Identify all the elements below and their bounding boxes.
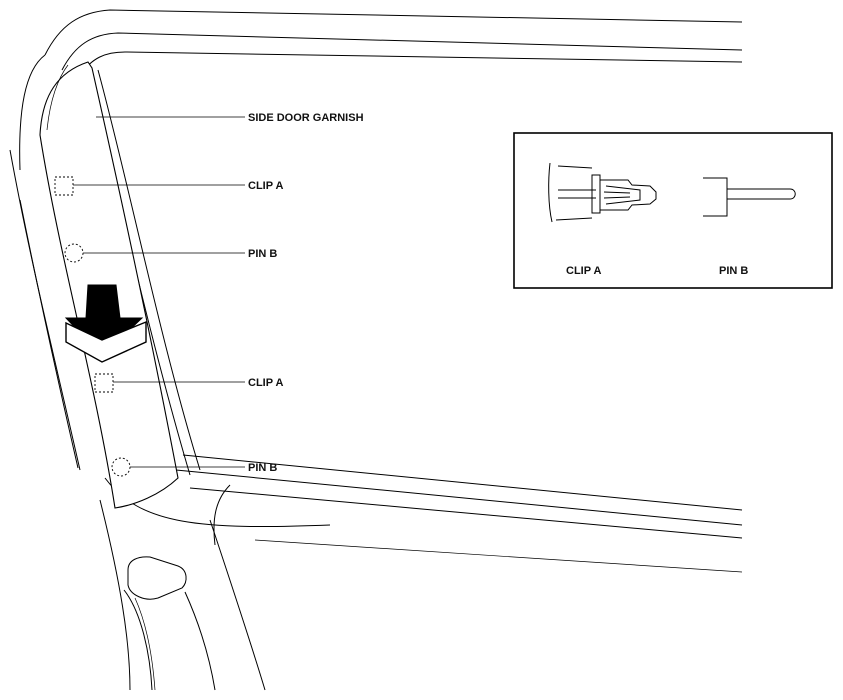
inset-clip-a-label: CLIP A bbox=[566, 265, 602, 277]
clip-a-lower-label: CLIP A bbox=[248, 377, 284, 389]
clip-a-illustration bbox=[548, 162, 657, 223]
pin-b-lower-marker bbox=[111, 457, 131, 477]
pin-b-illustration bbox=[703, 177, 796, 217]
leader-lines bbox=[73, 116, 245, 468]
detail-inset: CLIP A PIN B bbox=[513, 132, 833, 289]
pin-b-upper-label: PIN B bbox=[248, 248, 277, 260]
seat-belt-anchor bbox=[123, 556, 216, 691]
inset-pin-b-label: PIN B bbox=[719, 265, 748, 277]
pin-b-lower-label: PIN B bbox=[248, 462, 277, 474]
side-door-garnish-label: SIDE DOOR GARNISH bbox=[248, 112, 364, 124]
clip-a-upper-label: CLIP A bbox=[248, 180, 284, 192]
removal-direction-arrow bbox=[64, 284, 147, 363]
clip-a-upper-marker bbox=[54, 176, 74, 196]
clip-a-lower-marker bbox=[94, 373, 114, 393]
pin-b-upper-marker bbox=[64, 243, 84, 263]
